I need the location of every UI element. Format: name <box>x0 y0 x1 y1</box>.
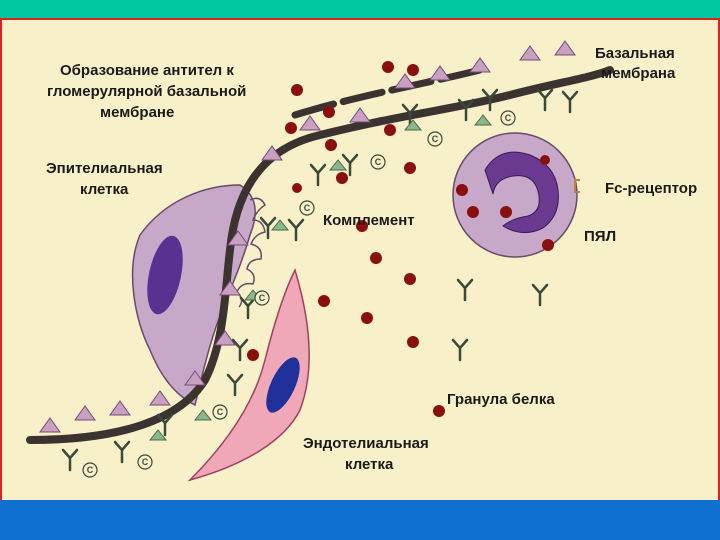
complement-c-7: C <box>432 134 439 144</box>
label-endothelial-2: клетка <box>345 456 393 473</box>
title-line-2: гломерулярной базальной <box>47 83 246 100</box>
label-protein-granule: Гранула белка <box>447 391 555 408</box>
label-endothelial-1: Эндотелиальная <box>303 435 429 452</box>
complement-c-6: C <box>375 157 382 167</box>
label-basement-membrane-1: Базальная <box>595 45 675 62</box>
title-line-3: мембране <box>100 104 174 121</box>
complement-c-5: C <box>304 203 311 213</box>
complement-c-1: C <box>87 465 94 475</box>
complement-c-4: C <box>259 293 266 303</box>
label-basement-membrane-2: мембрана <box>601 65 675 82</box>
label-pmn: ПЯЛ <box>584 228 616 245</box>
footer-bar <box>0 500 720 540</box>
label-epithelial-1: Эпителиальная <box>46 160 163 177</box>
complement-c-8: C <box>505 113 512 123</box>
label-fc-receptor: Fc-рецептор <box>605 180 697 197</box>
label-epithelial-2: клетка <box>80 181 128 198</box>
complement-c-3: C <box>217 407 224 417</box>
label-complement: Комплемент <box>323 212 415 229</box>
complement-c-2: C <box>142 457 149 467</box>
title-line-1: Образование антител к <box>60 62 234 79</box>
